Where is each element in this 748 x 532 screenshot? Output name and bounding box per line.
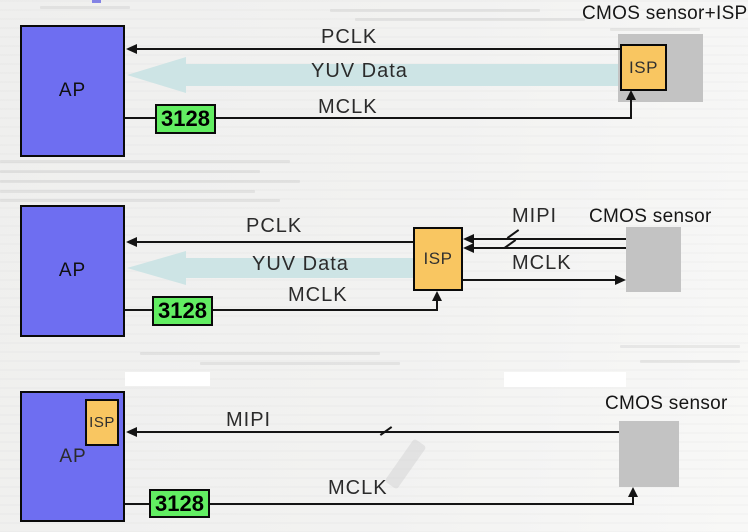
watermark-line [330,9,540,12]
row3-mipi-line [133,431,619,433]
row1-pclk-label: PCLK [321,26,378,48]
watermark-line [0,170,260,173]
row1-mclk-label: MCLK [318,96,378,118]
row3-bridge-chip-label: 3128 [155,490,204,516]
watermark-line [620,345,740,348]
row2-mipi-arrowhead-1 [463,234,474,244]
row2-mclk-right-label: MCLK [512,252,572,274]
row2-sensor-title: CMOS sensor [589,206,712,227]
row2-mipi-line-1 [471,238,626,240]
row2-ap-label: AP [58,260,87,281]
row2-mipi-label: MIPI [512,205,558,227]
redaction-box [504,372,626,387]
row2-mclk-left-arrowhead [432,291,442,301]
row2-yuv-arrow-body [185,258,413,278]
row3-mipi-arrowhead [126,427,137,437]
row3-sensor-title: CMOS sensor [605,393,728,414]
row2-isp-label: ISP [423,249,453,268]
watermark-line [355,18,585,21]
stray-artifact [92,0,101,3]
row3-ap-label: AP [59,446,87,467]
watermark-line [140,352,380,355]
row3-mipi-label: MIPI [226,409,272,431]
row1-pclk-line [133,48,620,50]
row1-mclk-arrowhead [626,90,636,100]
watermark-line [0,180,300,183]
row1-pclk-arrowhead [126,44,137,54]
row2-cmos-sensor-box [626,227,681,292]
row1-yuv-label: YUV Data [311,60,408,82]
watermark-line [200,362,400,365]
row2-pclk-label: PCLK [246,215,303,237]
row3-bridge-chip: 3128 [149,489,210,518]
row2-bridge-chip-label: 3128 [158,298,207,323]
row3-cmos-sensor-box [619,421,679,487]
watermark-line [0,190,255,193]
row1-mclk-riser [630,98,632,118]
row2-mclk-left-label: MCLK [288,284,348,306]
row1-yuv-arrow-head [127,57,186,93]
row1-bridge-chip: 3128 [155,104,216,134]
row1-ap-box: AP [20,25,125,157]
row2-yuv-arrow-head [127,251,186,285]
row1-sensor-title: CMOS sensor+ISP [582,3,748,24]
row2-pclk-arrowhead [126,237,137,247]
row2-mclk-left-line [125,309,438,311]
row2-mclk-right-line [463,279,618,281]
row1-isp-box: ISP [620,44,667,91]
row1-ap-label: AP [58,80,87,101]
watermark-line [640,360,740,363]
row1-isp-label: ISP [629,57,658,77]
redaction-box [125,372,210,386]
watermark-line [40,6,130,9]
row2-isp-box: ISP [413,227,463,291]
row1-yuv-arrow-body [185,64,618,86]
watermark-smudge [384,438,427,490]
row3-mclk-riser [632,495,634,504]
row3-mclk-arrowhead [628,487,638,497]
watermark-line [610,28,700,31]
row3-isp-box: ISP [85,399,119,446]
row2-mclk-right-arrowhead [615,275,626,285]
row2-mclk-left-riser [436,299,438,310]
row3-isp-label: ISP [89,414,115,431]
row2-mipi-line-2 [471,247,626,249]
row3-mclk-label: MCLK [328,477,388,499]
row2-mipi-arrowhead-2 [463,243,474,253]
row2-pclk-line [133,241,413,243]
row1-mclk-line [125,117,632,119]
row2-ap-box: AP [20,205,125,337]
row2-bridge-chip: 3128 [152,296,213,326]
row1-bridge-chip-label: 3128 [161,106,210,131]
watermark-line [0,199,280,202]
row3-mclk-line [125,503,634,505]
watermark-line [0,160,290,163]
row2-yuv-label: YUV Data [252,253,349,275]
